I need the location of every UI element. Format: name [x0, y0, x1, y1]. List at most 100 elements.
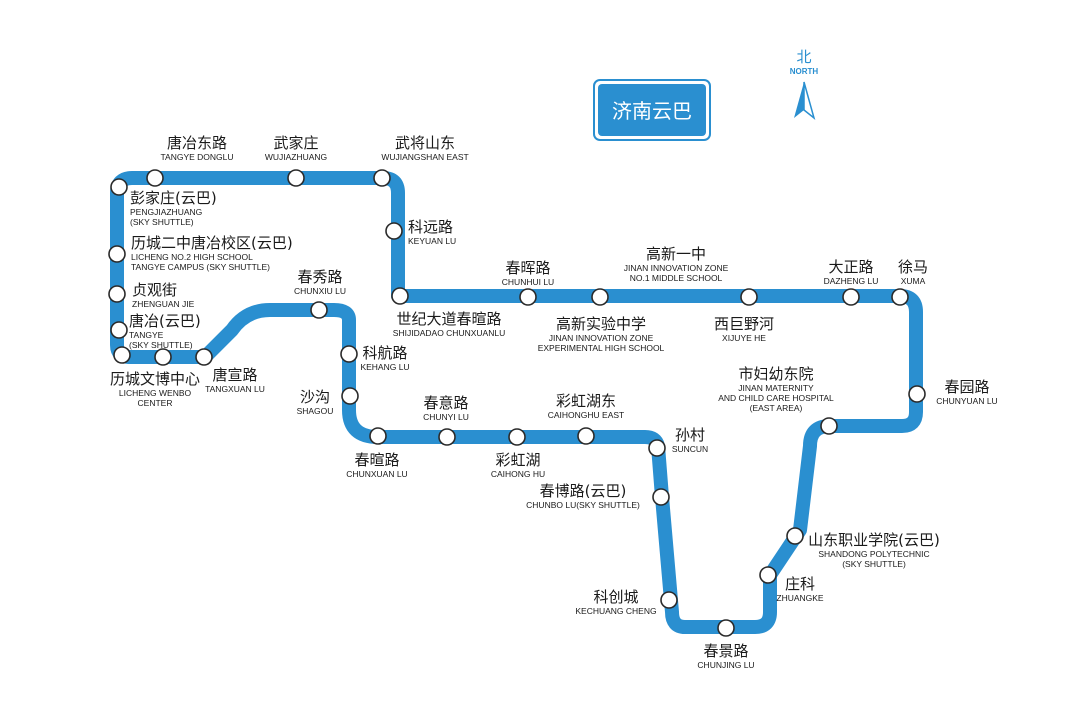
station-name-cn: 科远路: [408, 218, 453, 236]
station-name-cn: 春暄路: [354, 451, 399, 469]
station-marker[interactable]: [373, 169, 391, 187]
station-marker[interactable]: [108, 285, 126, 303]
station-name-cn: 春博路(云巴): [540, 482, 627, 500]
station-name-en: WUJIAZHUANG: [265, 152, 327, 162]
north-indicator: 北 NORTH: [790, 48, 819, 121]
station-marker[interactable]: [287, 169, 305, 187]
station-label: 山东职业学院(云巴)SHANDONG POLYTECHNIC(SKY SHUTT…: [808, 531, 940, 569]
station-marker[interactable]: [652, 488, 670, 506]
station-marker[interactable]: [820, 417, 838, 435]
station-marker[interactable]: [110, 321, 128, 339]
station-marker[interactable]: [195, 348, 213, 366]
station-marker[interactable]: [391, 287, 409, 305]
map-title: 济南云巴: [612, 99, 692, 123]
station-name-en: CHUNYUAN LU: [936, 396, 997, 406]
station-marker[interactable]: [660, 591, 678, 609]
station-name-cn: 春景路: [703, 642, 748, 660]
station-name-cn: 科航路: [362, 344, 407, 362]
station-marker[interactable]: [908, 385, 926, 403]
station-name-en: ZHUANGKE: [776, 593, 824, 603]
station-name-cn: 唐冶(云巴): [129, 312, 201, 330]
north-label-en: NORTH: [790, 67, 819, 76]
station-name-en: TANGYE: [129, 330, 164, 340]
station-name-en: NO.1 MIDDLE SCHOOL: [630, 273, 723, 283]
station-marker[interactable]: [508, 428, 526, 446]
station-name-en: (SKY SHUTTLE): [842, 559, 906, 569]
station-name-en: CAIHONGHU EAST: [548, 410, 625, 420]
station-marker[interactable]: [385, 222, 403, 240]
station-marker[interactable]: [842, 288, 860, 306]
station-marker[interactable]: [891, 288, 909, 306]
station-name-cn: 贞观街: [132, 281, 177, 299]
station-name-cn: 春意路: [423, 394, 468, 412]
station-name-en: KECHUANG CHENG: [575, 606, 656, 616]
station-name-cn: 沙沟: [300, 388, 330, 406]
station-marker[interactable]: [146, 169, 164, 187]
station-marker[interactable]: [110, 178, 128, 196]
station-name-cn: 唐宣路: [212, 366, 257, 384]
stations: [108, 169, 926, 637]
station-name-cn: 武家庄: [273, 134, 318, 152]
station-marker[interactable]: [310, 301, 328, 319]
station-marker[interactable]: [340, 345, 358, 363]
station-marker[interactable]: [759, 566, 777, 584]
station-label: 唐冶(云巴)TANGYE(SKY SHUTTLE): [129, 312, 201, 350]
station-name-cn: 唐冶东路: [167, 134, 227, 152]
station-marker[interactable]: [577, 427, 595, 445]
north-arrow-icon: [794, 81, 816, 121]
station-marker[interactable]: [154, 348, 172, 366]
station-marker[interactable]: [740, 288, 758, 306]
station-name-en: ZHENGUAN JIE: [132, 299, 195, 309]
station-marker[interactable]: [786, 527, 804, 545]
station-label: 春博路(云巴)CHUNBO LU(SKY SHUTTLE): [526, 482, 640, 510]
station-marker[interactable]: [438, 428, 456, 446]
station-name-cn: 高新实验中学: [556, 315, 646, 333]
station-name-cn: 春园路: [944, 378, 989, 396]
station-label: 历城二中唐冶校区(云巴)LICHENG NO.2 HIGH SCHOOLTANG…: [131, 234, 293, 272]
station-marker[interactable]: [519, 288, 537, 306]
station-name-en: JINAN INNOVATION ZONE: [549, 333, 654, 343]
station-name-cn: 历城文博中心: [110, 370, 200, 388]
station-marker[interactable]: [113, 346, 131, 364]
station-name-en: CENTER: [138, 398, 173, 408]
station-name-cn: 科创城: [593, 588, 638, 606]
station-name-en: LICHENG WENBO: [119, 388, 192, 398]
station-marker[interactable]: [108, 245, 126, 263]
station-marker[interactable]: [369, 427, 387, 445]
station-name-cn: 春秀路: [297, 268, 342, 286]
station-name-cn: 春晖路: [505, 259, 550, 277]
station-marker[interactable]: [717, 619, 735, 637]
station-name-en: SHIJIDADAO CHUNXUANLU: [393, 328, 505, 338]
station-name-en: KEYUAN LU: [408, 236, 456, 246]
station-name-en: TANGXUAN LU: [205, 384, 265, 394]
station-name-en: SHANDONG POLYTECHNIC: [818, 549, 929, 559]
station-name-en: KEHANG LU: [360, 362, 409, 372]
station-marker[interactable]: [591, 288, 609, 306]
station-marker[interactable]: [648, 439, 666, 457]
station-name-en: CHUNYI LU: [423, 412, 469, 422]
station-name-en: XUMA: [901, 276, 926, 286]
station-name-cn: 庄科: [785, 575, 815, 593]
station-name-cn: 世纪大道春暄路: [396, 310, 501, 328]
station-name-cn: 彩虹湖东: [556, 392, 616, 410]
station-name-en: LICHENG NO.2 HIGH SCHOOL: [131, 252, 253, 262]
station-name-cn: 彭家庄(云巴): [130, 189, 217, 207]
station-name-cn: 市妇幼东院: [738, 365, 813, 383]
station-name-en: CHUNXUAN LU: [346, 469, 407, 479]
station-marker[interactable]: [341, 387, 359, 405]
